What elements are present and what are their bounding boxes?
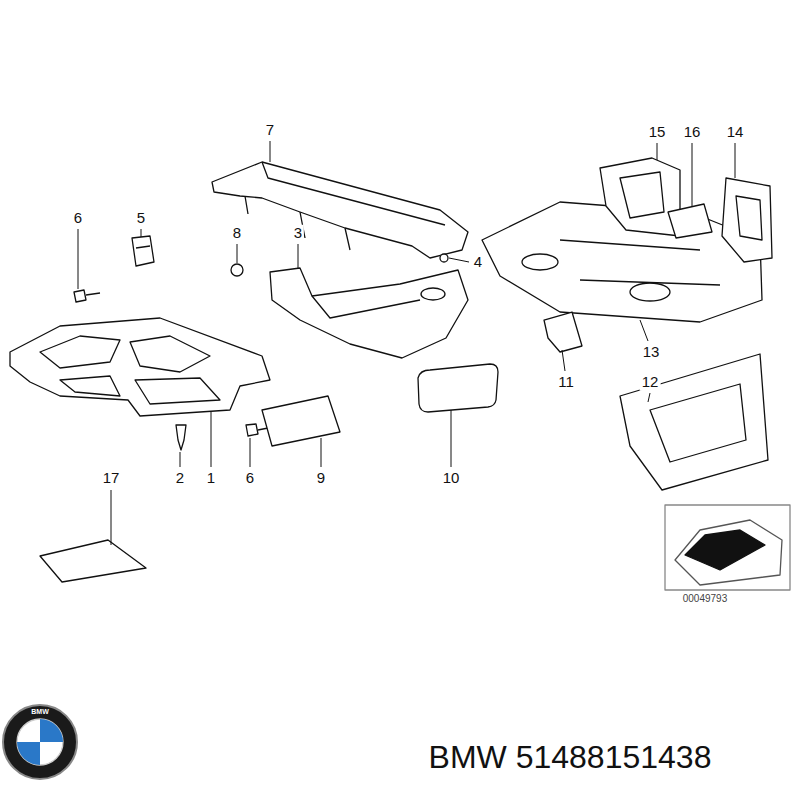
callout-number: 11 bbox=[556, 374, 576, 391]
callout-number: 15 bbox=[647, 124, 668, 141]
callout-number: 6 bbox=[72, 210, 84, 227]
part-number: BMW 51488151438 bbox=[427, 740, 714, 775]
callout-number: 1 bbox=[205, 470, 217, 487]
logo-text: BMW bbox=[29, 708, 51, 716]
figure-code: 00049793 bbox=[681, 593, 730, 604]
callout-number: 8 bbox=[231, 225, 243, 242]
callout-number: 3 bbox=[292, 225, 304, 242]
callout-number: 2 bbox=[174, 470, 186, 487]
callout-number: 7 bbox=[264, 122, 276, 139]
callout-number: 17 bbox=[101, 470, 122, 487]
callout-number: 13 bbox=[641, 344, 662, 361]
callout-number: 4 bbox=[472, 254, 484, 271]
callout-number: 12 bbox=[640, 374, 661, 391]
callout-number: 14 bbox=[725, 124, 746, 141]
callout-number: 5 bbox=[135, 210, 147, 227]
callout-number: 10 bbox=[441, 470, 462, 487]
callout-number: 9 bbox=[315, 470, 327, 487]
callout-number: 16 bbox=[682, 124, 703, 141]
callout-number: 6 bbox=[244, 470, 256, 487]
